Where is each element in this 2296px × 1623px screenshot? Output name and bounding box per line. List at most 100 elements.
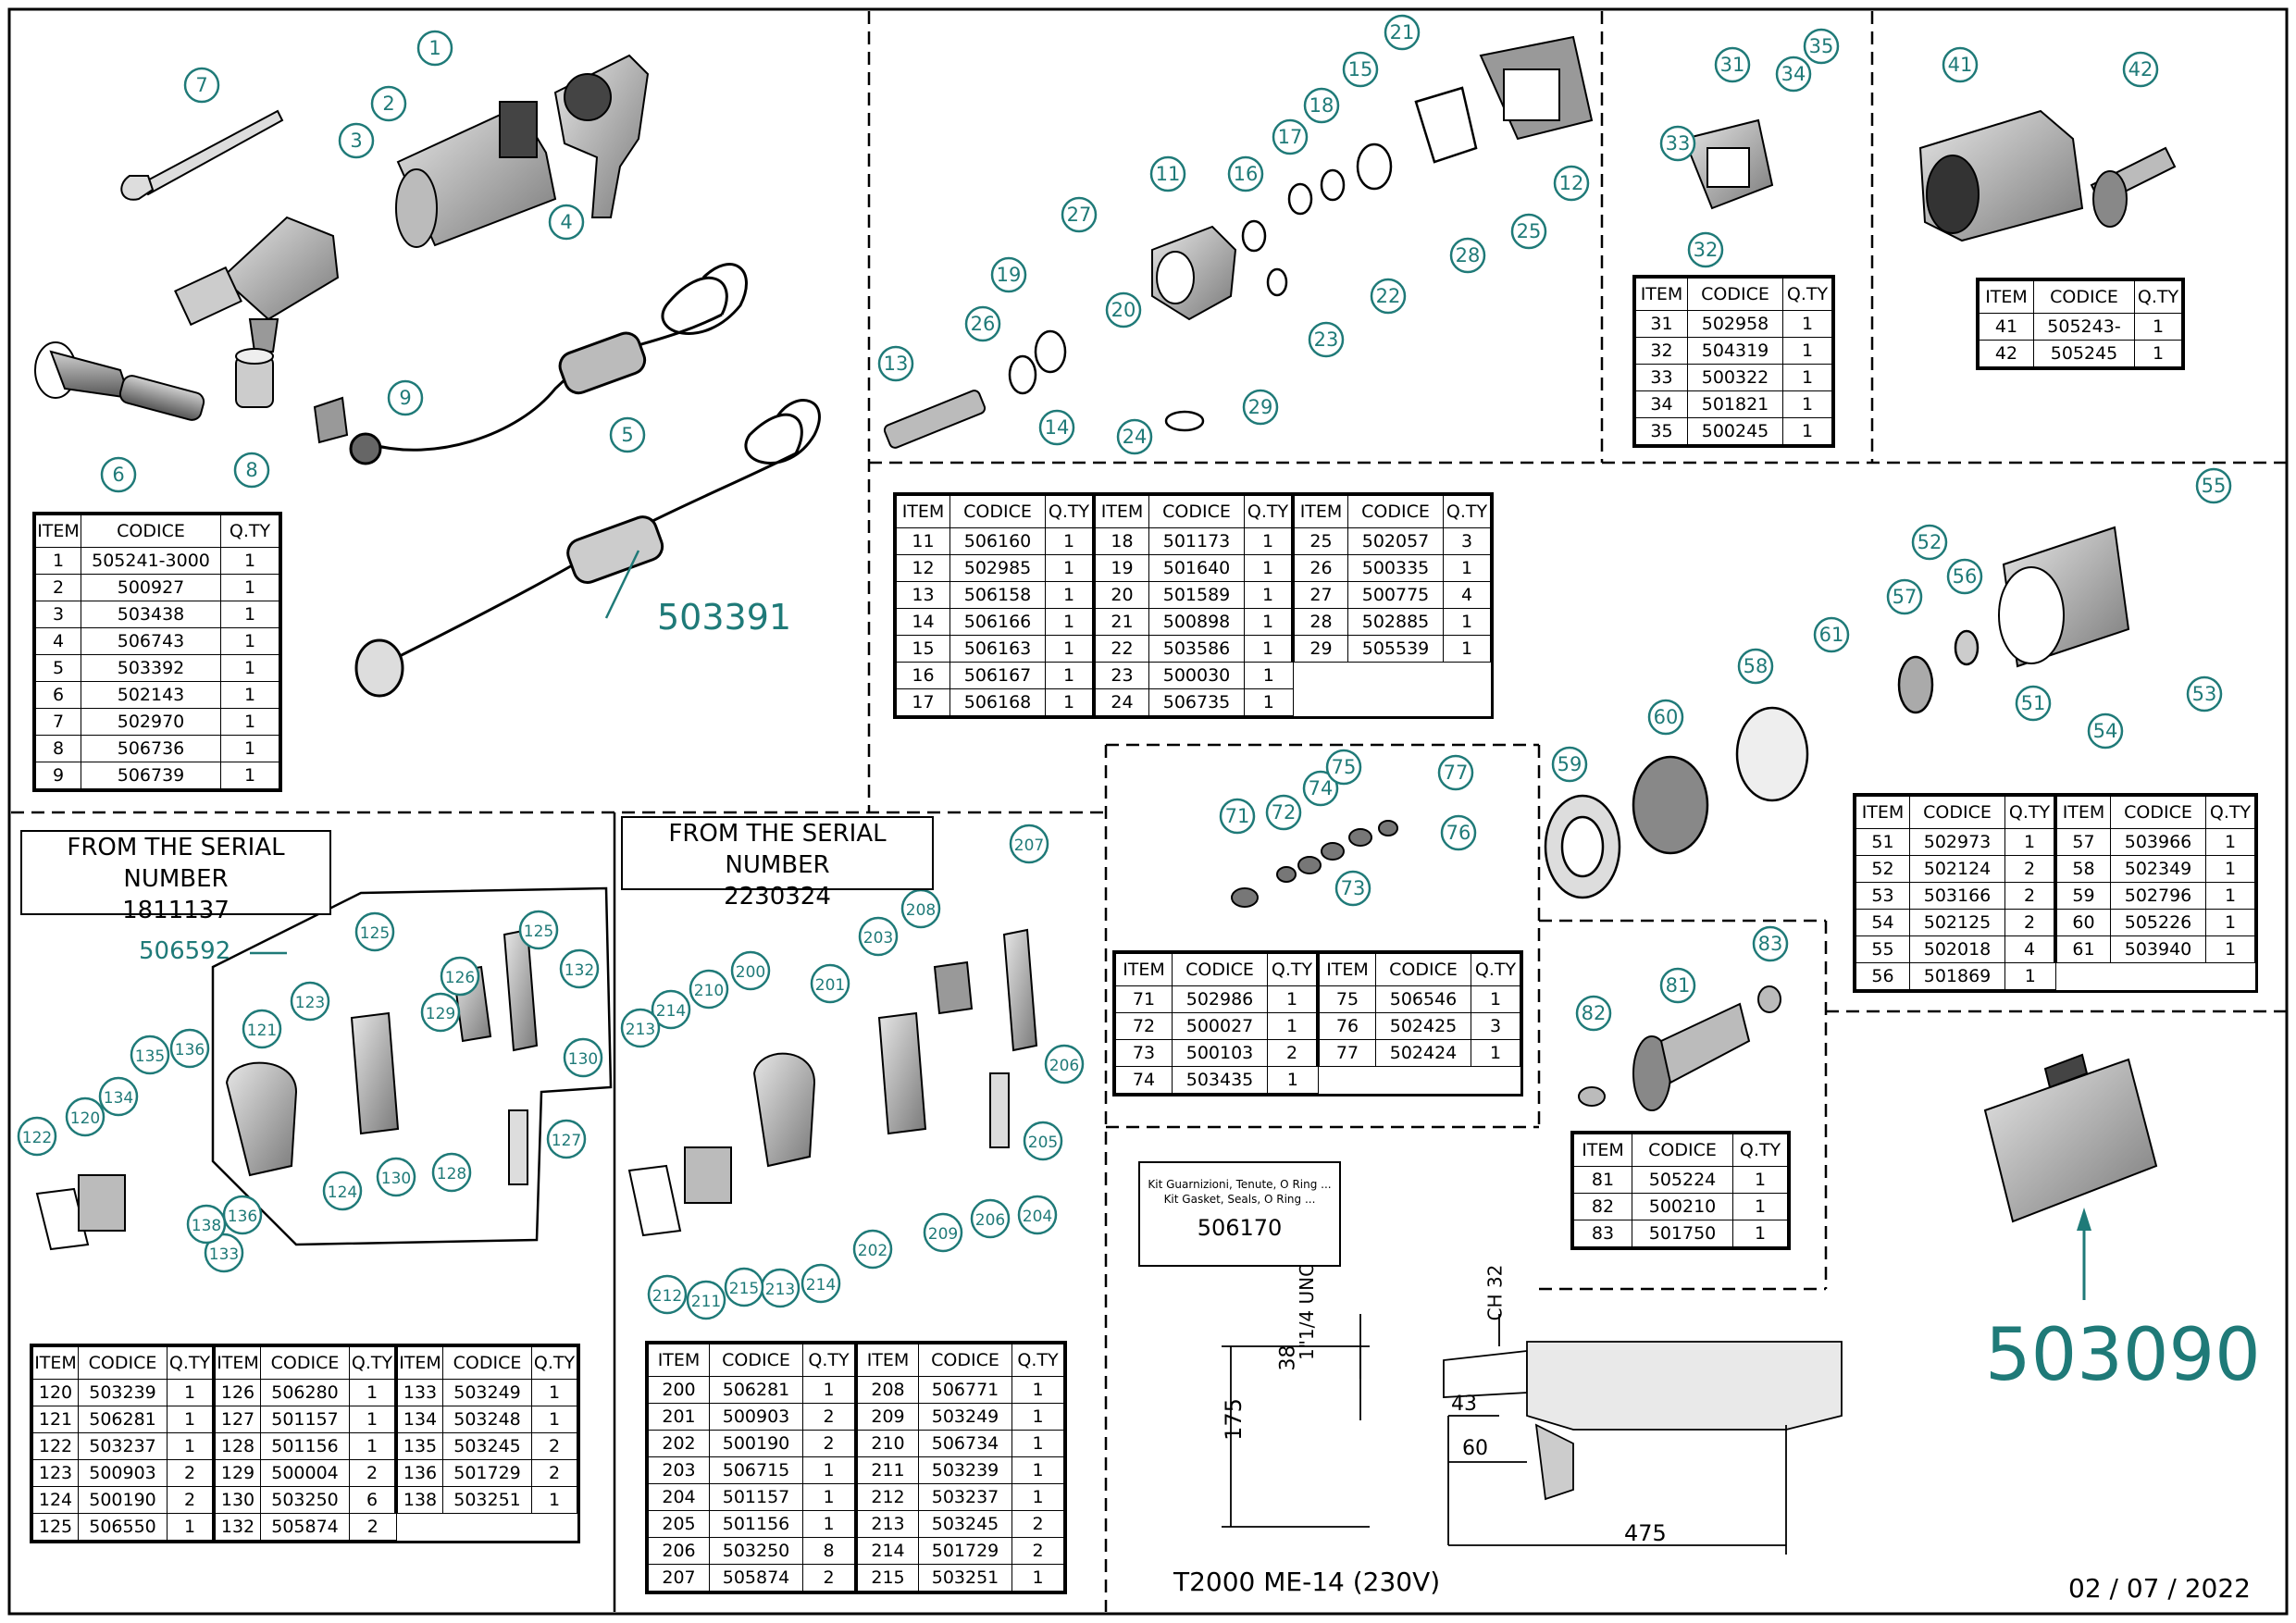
- code-cell: 500190: [709, 1430, 803, 1457]
- callout-circle: [1334, 870, 1371, 907]
- qty-cell: 1: [220, 547, 279, 575]
- qty-cell: 1: [349, 1406, 397, 1433]
- item-cell: 132: [212, 1513, 261, 1541]
- item-cell: 204: [648, 1483, 710, 1511]
- code-cell: 503245: [918, 1510, 1012, 1538]
- item-cell: 213: [854, 1510, 919, 1538]
- callout-number: 125: [524, 923, 553, 941]
- column-header: CODICE: [260, 1346, 350, 1380]
- code-cell: 506735: [1148, 688, 1245, 716]
- callout-number: 18: [1309, 94, 1334, 117]
- grip-parts-b-illustration: [627, 928, 1038, 1237]
- callout-number: 76: [1446, 822, 1471, 844]
- code-cell: 501821: [1687, 390, 1783, 418]
- code-cell: 501173: [1148, 527, 1245, 555]
- callout-number: 53: [2192, 683, 2217, 705]
- item-cell: 41: [1979, 313, 2034, 341]
- callout-circle: [420, 992, 461, 1033]
- qty-cell: 1: [220, 574, 279, 601]
- code-cell: [2111, 963, 2206, 990]
- callout-number: 57: [1893, 586, 1917, 608]
- code-cell: 506739: [81, 762, 221, 789]
- callout-number: 1: [428, 37, 441, 59]
- item-cell: 82: [1573, 1193, 1632, 1220]
- code-cell: 503392: [81, 654, 221, 682]
- callout-number: 60: [1654, 706, 1679, 728]
- code-cell: 502057: [1347, 527, 1444, 555]
- qty-cell: 1: [1267, 1012, 1319, 1040]
- item-cell: 134: [394, 1406, 443, 1433]
- callout-circle: [546, 1119, 587, 1159]
- code-cell: 505245: [2033, 340, 2135, 367]
- qty-cell: 2: [2004, 909, 2056, 936]
- qty-cell: 1: [802, 1456, 857, 1484]
- item-cell: 61: [2054, 935, 2111, 963]
- qty-cell: 1: [1782, 390, 1832, 418]
- item-cell: 74: [1115, 1066, 1173, 1094]
- callout-number: 22: [1376, 285, 1401, 307]
- gear-housing-illustration: [1151, 225, 1237, 321]
- front-cover-illustration: [1479, 35, 1594, 141]
- item-cell: 208: [854, 1376, 919, 1404]
- callout-number: 42: [2128, 58, 2153, 81]
- motor-body-illustration: [1998, 526, 2130, 668]
- item-cell: 59: [2054, 882, 2111, 910]
- callout-circle: [724, 1267, 764, 1307]
- item-cell: 83: [1573, 1220, 1632, 1247]
- item-cell: 5: [35, 654, 81, 682]
- code-cell: 502125: [1909, 909, 2005, 936]
- item-cell: 35: [1635, 417, 1688, 445]
- item-cell: 33: [1635, 364, 1688, 391]
- power-cable-illustration: [349, 263, 748, 465]
- code-cell: 501157: [260, 1406, 350, 1433]
- callout-number: 28: [1456, 244, 1481, 266]
- column-header: ITEM: [648, 1344, 710, 1377]
- callout-number: 213: [765, 1281, 795, 1299]
- qty-cell: 1: [1244, 608, 1294, 636]
- item-cell: [1293, 663, 1348, 689]
- column-header: CODICE: [1909, 796, 2005, 829]
- callout-number: 138: [192, 1217, 221, 1235]
- qty-cell: 6: [349, 1486, 397, 1514]
- column-header: ITEM: [1979, 280, 2034, 314]
- callout-circle: [2122, 51, 2159, 88]
- dim-thread: 1"1/4 UNC: [1296, 1263, 1318, 1360]
- callout-circle: [1737, 648, 1774, 685]
- callout-circle: [964, 305, 1001, 342]
- callout-circle: [1342, 51, 1379, 88]
- callout-circle: [1775, 56, 1812, 93]
- qty-cell: 3: [1471, 1012, 1520, 1040]
- qty-cell: 1: [1732, 1166, 1788, 1194]
- code-grip-kit: 506592: [139, 937, 231, 965]
- callout-circle: [1303, 87, 1340, 124]
- item-cell: 27: [1291, 581, 1348, 609]
- column-header: CODICE: [81, 514, 221, 548]
- code-cell: [1376, 1067, 1471, 1094]
- callout-circle: [1384, 14, 1421, 51]
- qty-cell: [1471, 1067, 1520, 1094]
- wrench-illustration: [120, 109, 284, 201]
- code-cell: [443, 1514, 532, 1541]
- qty-cell: 1: [1244, 635, 1294, 663]
- qty-cell: 1: [1244, 527, 1294, 555]
- side-handle-illustration: [34, 341, 205, 421]
- qty-cell: 1: [1443, 635, 1491, 663]
- callout-number: 202: [858, 1242, 887, 1260]
- callout-circle: [186, 1204, 227, 1245]
- code-cell: 504319: [1687, 337, 1783, 365]
- callout-circle: [1044, 1044, 1085, 1084]
- item-cell: 7: [35, 708, 81, 736]
- qty-cell: 1: [1045, 554, 1095, 582]
